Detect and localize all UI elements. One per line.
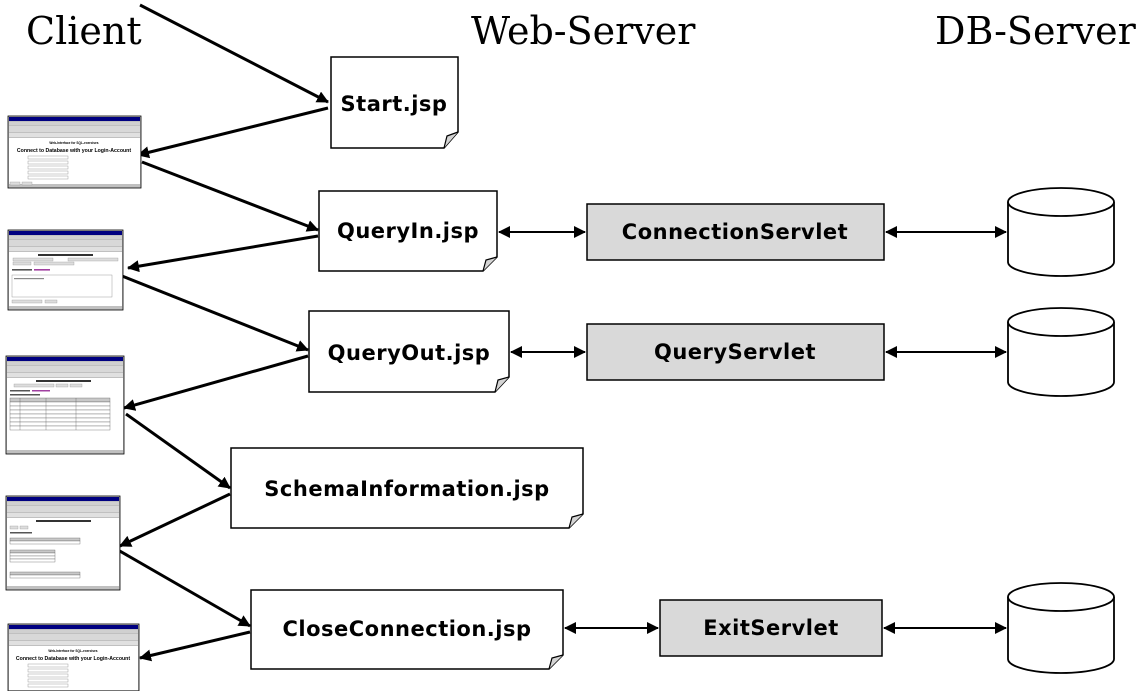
thumbnail-login-heading: Connect to Database with your Login-Acco…	[17, 148, 131, 154]
jsp-page-queryout: QueryOut.jsp	[308, 310, 510, 393]
browser-thumbnail-query-input	[7, 229, 124, 311]
web-server-column-heading: Web-Server	[471, 9, 696, 53]
jsp-page-label: SchemaInformation.jsp	[264, 477, 549, 501]
flow-arrow-queryout-to-client	[123, 354, 309, 411]
flow-arrow-start-to-client	[137, 106, 329, 159]
flow-arrow-request-start	[139, 3, 329, 104]
jsp-page-label: QueryIn.jsp	[337, 219, 479, 243]
db-server-column-heading: DB-Server	[935, 9, 1137, 53]
browser-thumbnail-query-output	[5, 355, 125, 455]
flow-arrow-client-to-close	[117, 548, 251, 628]
database-icon	[1007, 187, 1115, 277]
jsp-page-label: CloseConnection.jsp	[282, 617, 531, 641]
flow-arrow-schema-to-client	[119, 492, 231, 548]
jsp-page-schema: SchemaInformation.jsp	[230, 447, 584, 529]
flow-arrow-client-to-queryout	[121, 274, 309, 352]
servlet-exit: ExitServlet	[659, 599, 883, 657]
thumbnail-app-title: Web-Interface for SQL-exercises	[49, 141, 98, 145]
browser-thumbnail-login: Web-Interface for SQL-exercises Connect …	[7, 115, 142, 189]
jsp-page-queryin: QueryIn.jsp	[318, 190, 498, 272]
servlet-label: ConnectionServlet	[622, 220, 848, 244]
flow-arrow-queryin-to-client	[127, 234, 319, 273]
thumbnail-login-heading: Connect to Database with your Login-Acco…	[16, 656, 130, 662]
connection-arrows	[498, 226, 1007, 634]
flow-arrow-close-to-client	[139, 630, 251, 662]
thumbnail-app-title: Web-Interface for SQL-exercises	[48, 649, 97, 653]
browser-thumbnail-schema	[5, 495, 121, 591]
flow-arrows	[117, 3, 329, 662]
flow-arrow-client-to-schema	[125, 412, 231, 490]
database-icon	[1007, 582, 1115, 674]
servlet-query: QueryServlet	[586, 323, 885, 381]
jsp-page-label: QueryOut.jsp	[328, 341, 491, 365]
browser-thumbnail-login-return: Web-Interface for SQL-exercises Connect …	[7, 623, 140, 691]
servlet-label: ExitServlet	[703, 616, 839, 640]
database-icon	[1007, 307, 1115, 397]
flow-arrow-client-to-queryin	[141, 160, 319, 232]
servlet-connection: ConnectionServlet	[586, 203, 885, 261]
servlet-label: QueryServlet	[654, 340, 816, 364]
database-cylinders	[1007, 187, 1115, 674]
jsp-page-start: Start.jsp	[330, 56, 459, 149]
client-column-heading: Client	[26, 9, 142, 53]
jsp-page-label: Start.jsp	[341, 92, 448, 116]
jsp-page-close: CloseConnection.jsp	[250, 589, 564, 670]
